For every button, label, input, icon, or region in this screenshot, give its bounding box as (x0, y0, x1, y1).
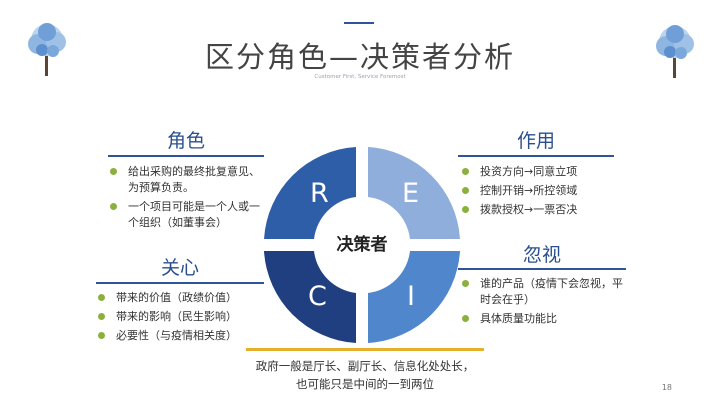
bullet-icon (462, 187, 469, 194)
quadrant-r (264, 147, 356, 239)
list-item: 具体质量功能比 (462, 311, 630, 327)
list-item: 必要性（与疫情相关度） (98, 328, 268, 344)
bullet-icon (462, 315, 469, 322)
page-title: 区分角色—决策者分析 (204, 40, 515, 74)
quadrant-r-letter: R (310, 178, 329, 209)
effect-rule (458, 155, 614, 157)
tree-right-icon (656, 25, 694, 78)
list-item: 投资方向→同意立项 (462, 164, 622, 180)
list-item: 一个项目可能是一个人或一个组织（如董事会） (110, 199, 260, 231)
title-accent-bar (344, 22, 374, 24)
quadrant-c (264, 251, 356, 343)
bullet-icon (110, 168, 117, 175)
reci-diagram: R E C I (264, 147, 460, 343)
effect-list: 投资方向→同意立项 控制开销→所控领域 拨款授权→一票否决 (462, 164, 622, 221)
tree-left-icon (28, 23, 66, 76)
concern-list: 带来的价值（政绩价值） 带来的影响（民生影响） 必要性（与疫情相关度） (98, 290, 268, 347)
quadrant-e-letter: E (402, 178, 419, 209)
list-item: 给出采购的最终批复意见、为预算负责。 (110, 164, 260, 196)
diagram-center-label: 决策者 (336, 235, 388, 255)
quadrant-c-letter: C (308, 281, 327, 312)
bullet-icon (110, 203, 117, 210)
bullet-icon (462, 168, 469, 175)
bottom-note-line1: 政府一般是厅长、副厅长、信息化处处长， (255, 359, 475, 373)
page-number: 18 (661, 383, 672, 392)
list-item: 谁的产品（疫情下会忽视，平时会在乎） (462, 276, 630, 308)
bullet-icon (98, 294, 105, 301)
bottom-note-line2: 也可能只是中间的一到两位 (296, 377, 434, 391)
bullet-icon (98, 313, 105, 320)
concern-title: 关心 (160, 257, 199, 279)
ignore-title: 忽视 (522, 244, 561, 266)
bullet-icon (462, 206, 469, 213)
list-item: 带来的价值（政绩价值） (98, 290, 268, 306)
quadrant-i-letter: I (407, 281, 415, 312)
concern-rule (96, 282, 264, 284)
page-subtitle: Customer First, Service Foremost (314, 74, 406, 80)
effect-title: 作用 (516, 130, 555, 152)
quadrant-e (368, 147, 460, 239)
list-item: 控制开销→所控领域 (462, 183, 622, 199)
ignore-list: 谁的产品（疫情下会忽视，平时会在乎） 具体质量功能比 (462, 276, 630, 330)
bullet-icon (98, 332, 105, 339)
bullet-icon (462, 280, 469, 287)
bottom-note: 政府一般是厅长、副厅长、信息化处处长， 也可能只是中间的一到两位 (246, 348, 484, 403)
list-item: 带来的影响（民生影响） (98, 309, 268, 325)
quadrant-i (368, 251, 460, 343)
role-list: 给出采购的最终批复意见、为预算负责。 一个项目可能是一个人或一个组织（如董事会） (110, 164, 260, 234)
role-title: 角色 (166, 130, 205, 152)
list-item: 拨款授权→一票否决 (462, 202, 622, 218)
ignore-rule (458, 268, 626, 270)
role-rule (108, 155, 264, 157)
